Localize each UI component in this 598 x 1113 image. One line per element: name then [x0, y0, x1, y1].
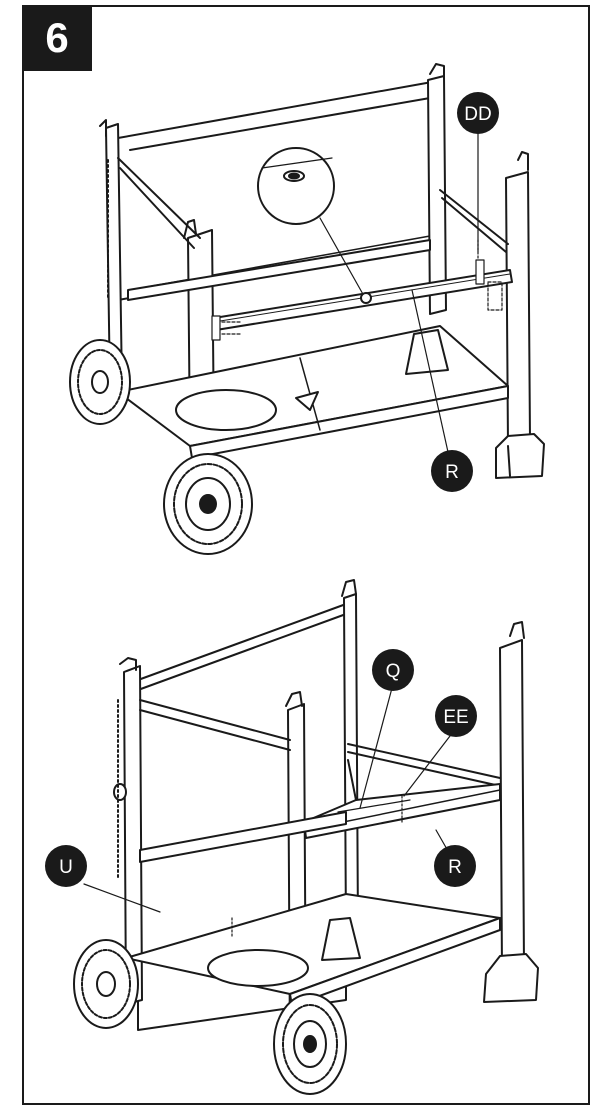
- mid-shelf: [303, 759, 501, 839]
- top-illustration: [69, 63, 545, 555]
- step-frame: [22, 5, 590, 1105]
- left-rear-post-bottom: [113, 657, 143, 1005]
- bottom-illustration: [73, 579, 539, 1095]
- callout-r-bottom-label: R: [448, 857, 462, 878]
- ee-leader-line: [403, 735, 451, 797]
- callout-r-bottom: R: [434, 845, 476, 887]
- callout-u: U: [45, 845, 87, 887]
- callout-q: Q: [372, 649, 414, 691]
- u-leader-line: [83, 883, 161, 913]
- center-leg: [405, 329, 449, 375]
- step-number-badge: 6: [22, 5, 92, 71]
- q-leader-line: [359, 687, 393, 809]
- callout-dd: DD: [457, 92, 499, 134]
- bottom-tray-2: [125, 893, 501, 1007]
- right-front-post-bottom: [483, 621, 539, 1003]
- callout-r-top: R: [431, 450, 473, 492]
- rear-rail: [127, 239, 431, 301]
- hardware-dd: [211, 239, 503, 341]
- right-rear-post: [427, 63, 447, 315]
- rear-wheel-bottom: [73, 939, 139, 1029]
- callout-r-top-label: R: [445, 462, 459, 483]
- upper-rails: [117, 157, 509, 253]
- callout-dd-label: DD: [464, 104, 491, 125]
- detail-magnifier: [257, 147, 372, 304]
- r-leader-line-top: [411, 289, 449, 453]
- right-front-post: [495, 151, 545, 479]
- callout-ee-label: EE: [443, 707, 468, 728]
- front-wheel-top: [163, 453, 253, 555]
- front-wheel-bottom: [273, 993, 347, 1095]
- rear-wheel-top: [69, 339, 131, 425]
- callout-q-label: Q: [386, 661, 401, 682]
- bottom-tray: [117, 325, 509, 459]
- callout-ee: EE: [435, 695, 477, 737]
- callout-u-label: U: [59, 857, 73, 878]
- inner-rail-bottom: [139, 811, 347, 863]
